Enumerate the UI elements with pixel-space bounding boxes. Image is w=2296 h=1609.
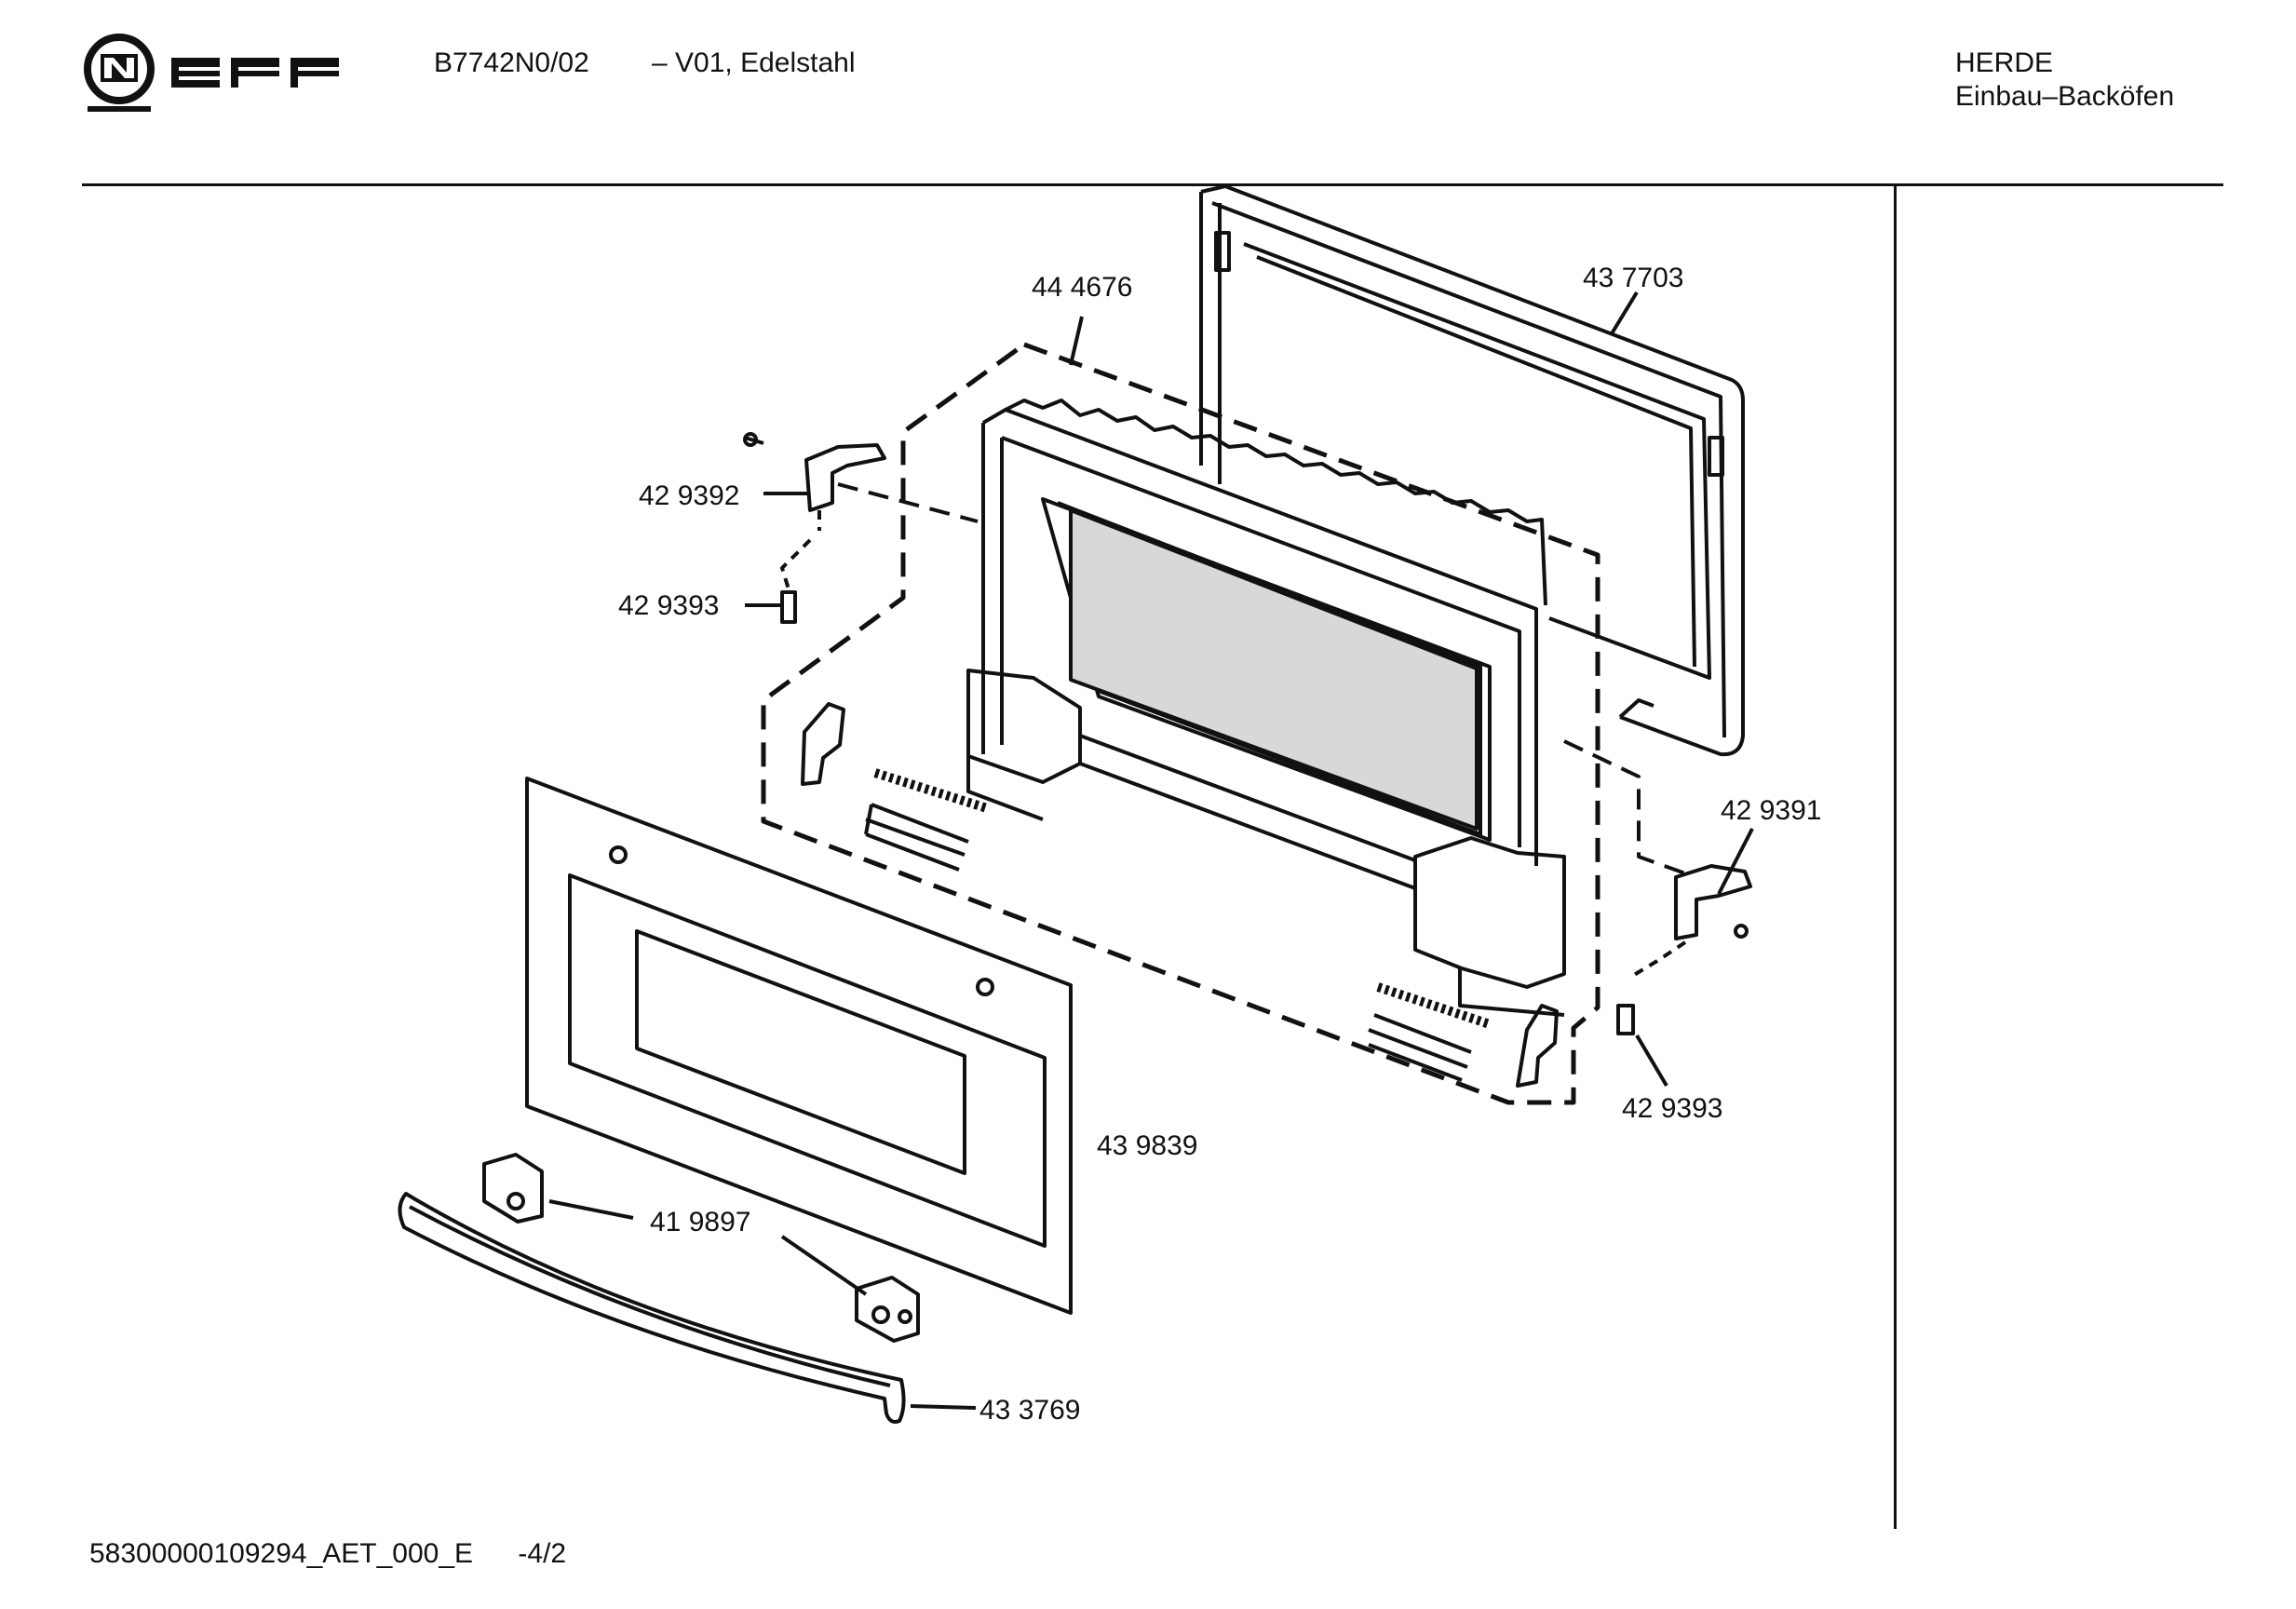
part-label-433769: 43 3769 bbox=[979, 1395, 1080, 1426]
leader-433769 bbox=[910, 1404, 977, 1410]
part-label-429393-left: 42 9393 bbox=[618, 590, 719, 621]
spring-clip-429393-right bbox=[1616, 1004, 1635, 1035]
inner-door-frame bbox=[966, 399, 1566, 1017]
door-frame-437703 bbox=[1199, 184, 1745, 757]
doc-code: 58300000109294_AET_000_E bbox=[89, 1538, 474, 1569]
part-label-419897: 41 9897 bbox=[650, 1207, 750, 1237]
category: HERDE bbox=[1955, 47, 2054, 78]
part-label-429393-right: 42 9393 bbox=[1622, 1093, 1722, 1124]
leader-437703 bbox=[1609, 291, 1639, 337]
handle-bracket-419897-right bbox=[855, 1276, 920, 1343]
part-label-429392: 42 9392 bbox=[639, 480, 739, 511]
outer-glass-439839 bbox=[525, 777, 1073, 1315]
handle-bar-433769 bbox=[398, 1192, 906, 1424]
leader-429393-right bbox=[1635, 1034, 1668, 1088]
handle-bracket-419897-left bbox=[482, 1153, 544, 1224]
part-label-444676: 44 4676 bbox=[1032, 272, 1132, 303]
leader-444676 bbox=[1069, 316, 1084, 366]
side-divider bbox=[1894, 186, 1897, 1529]
part-label-429391: 42 9391 bbox=[1721, 795, 1821, 826]
header-divider bbox=[82, 183, 2223, 186]
part-label-437703: 43 7703 bbox=[1583, 263, 1683, 293]
part-label-439839: 43 9839 bbox=[1097, 1130, 1197, 1161]
model-number: B7742N0/02 bbox=[434, 47, 589, 78]
page-number: -4/2 bbox=[518, 1538, 567, 1569]
assembly-outline-444676 bbox=[761, 342, 1600, 1105]
leader-419897-a bbox=[548, 1199, 634, 1220]
model-variant: – V01, Edelstahl bbox=[652, 47, 856, 78]
hinge-429391 bbox=[1627, 864, 1752, 980]
leader-419897-b bbox=[780, 1235, 868, 1296]
spring-clip-429393-left bbox=[780, 590, 797, 624]
neff-logo-icon bbox=[82, 32, 352, 120]
hinge-429392 bbox=[743, 432, 886, 593]
leader-429391 bbox=[1717, 828, 1754, 895]
subcategory: Einbau–Backöfen bbox=[1955, 81, 2175, 112]
footer: 58300000109294_AET_000_E -4/2 bbox=[89, 1538, 566, 1570]
